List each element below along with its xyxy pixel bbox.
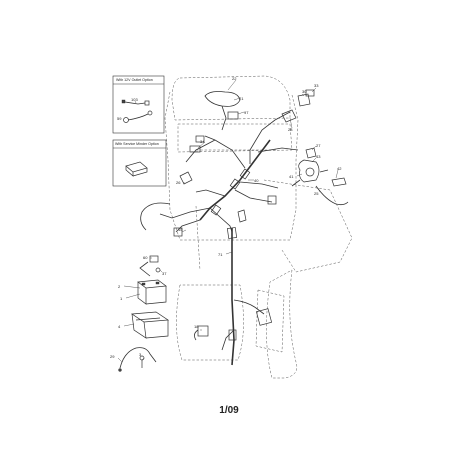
callout-30: 30 (302, 89, 307, 94)
outlet-option-title: With 12V Outlet Option (116, 78, 153, 82)
callout-34: 34 (200, 139, 205, 144)
callout-28: 28 (288, 127, 293, 132)
callout-43: 43 (316, 154, 321, 159)
callout-41: 41 (289, 174, 294, 179)
leader-lines (117, 79, 339, 363)
callout-40: 40 (254, 178, 259, 183)
outlet-option-inset: With 12V Outlet Option 103 59 (112, 75, 165, 134)
callout-27: 27 (316, 143, 321, 148)
callout-3: 3 (139, 352, 142, 357)
callout-33: 33 (314, 83, 319, 88)
callout-59: 59 (117, 116, 122, 121)
callout-103: 103 (131, 97, 138, 102)
tractor-outline (164, 75, 353, 379)
components (118, 89, 349, 372)
callout-60: 60 (143, 255, 148, 260)
page-number: 1/09 (219, 405, 239, 416)
callout-18: 18 (194, 324, 199, 329)
callout-21: 21 (239, 96, 244, 101)
callouts: 22 21 97 33 30 34 28 27 43 41 42 25 40 2… (110, 76, 342, 359)
callout-22: 22 (232, 76, 237, 81)
callout-29: 29 (110, 354, 115, 359)
callout-1: 1 (120, 296, 123, 301)
callout-2: 2 (118, 284, 121, 289)
callout-97: 97 (244, 110, 249, 115)
callout-25: 25 (314, 191, 319, 196)
callout-42: 42 (337, 166, 342, 171)
battery-tray (130, 311, 170, 339)
callout-4: 4 (118, 324, 121, 329)
callout-37: 37 (162, 271, 167, 276)
service-minder-inset: With Service Minder Option (112, 139, 167, 187)
callout-71: 71 (218, 252, 223, 257)
callout-26: 26 (176, 180, 181, 185)
callout-15: 15 (178, 227, 183, 232)
service-minder-title: With Service Minder Option (115, 142, 159, 146)
battery (137, 279, 167, 305)
main-harness (140, 91, 299, 366)
